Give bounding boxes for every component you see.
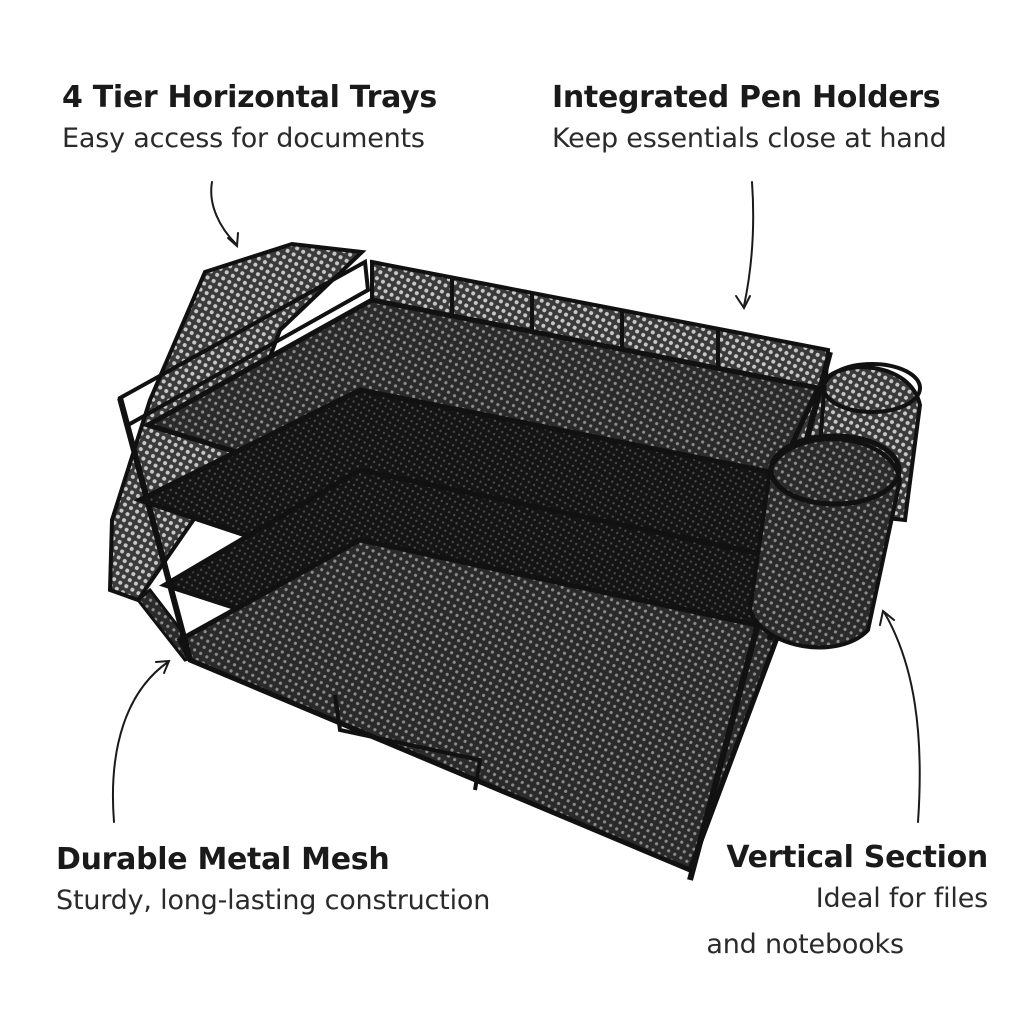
callout-subtitle-line2: and notebooks bbox=[706, 929, 904, 960]
callout-metal-mesh: Durable Metal Mesh Sturdy, long-lasting … bbox=[56, 842, 490, 924]
arrow-horizontal-trays bbox=[210, 181, 237, 245]
arrow-metal-mesh-head bbox=[155, 659, 171, 674]
callout-arrows bbox=[112, 181, 921, 823]
callout-title: Vertical Section bbox=[726, 840, 988, 875]
callout-title: Durable Metal Mesh bbox=[56, 842, 390, 877]
arrow-pen-holders-head bbox=[735, 295, 751, 310]
callout-pen-holders: Integrated Pen Holders Keep essentials c… bbox=[552, 80, 947, 162]
callout-vertical-section: Vertical Section Ideal for files and not… bbox=[706, 840, 988, 968]
callout-subtitle: Sturdy, long-lasting construction bbox=[56, 885, 491, 916]
arrow-metal-mesh bbox=[112, 661, 169, 823]
callout-subtitle-line1: Ideal for files bbox=[815, 883, 988, 914]
arrow-horizontal-trays-head bbox=[227, 232, 239, 249]
callout-horizontal-trays: 4 Tier Horizontal Trays Easy access for … bbox=[62, 80, 437, 162]
callout-subtitle: Keep essentials close at hand bbox=[552, 123, 947, 154]
callout-title: 4 Tier Horizontal Trays bbox=[62, 80, 437, 115]
arrow-vertical-section-head bbox=[879, 609, 895, 626]
arrow-pen-holders bbox=[743, 181, 755, 307]
arrow-vertical-section bbox=[883, 611, 921, 823]
callout-subtitle: Easy access for documents bbox=[62, 123, 425, 154]
pen-holders bbox=[747, 362, 923, 650]
callout-title: Integrated Pen Holders bbox=[552, 80, 941, 115]
